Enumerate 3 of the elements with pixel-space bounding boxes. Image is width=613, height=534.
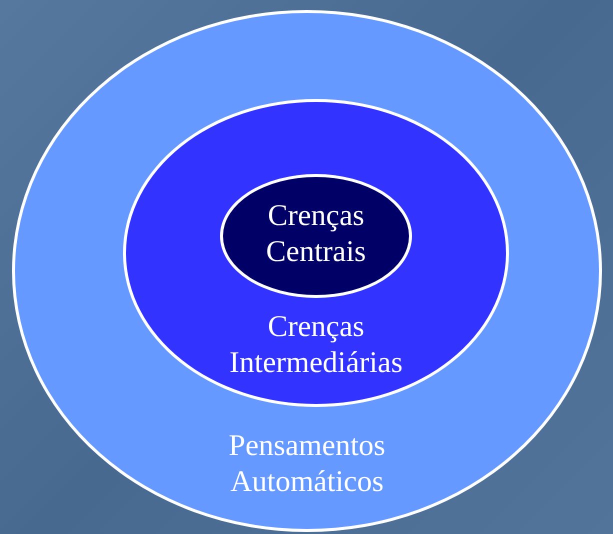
ellipse-label: Crenças Centrais: [265, 198, 367, 270]
ellipse-label: Pensamentos Automáticos: [228, 428, 386, 500]
ellipse-label: Crenças Intermediárias: [228, 309, 404, 381]
